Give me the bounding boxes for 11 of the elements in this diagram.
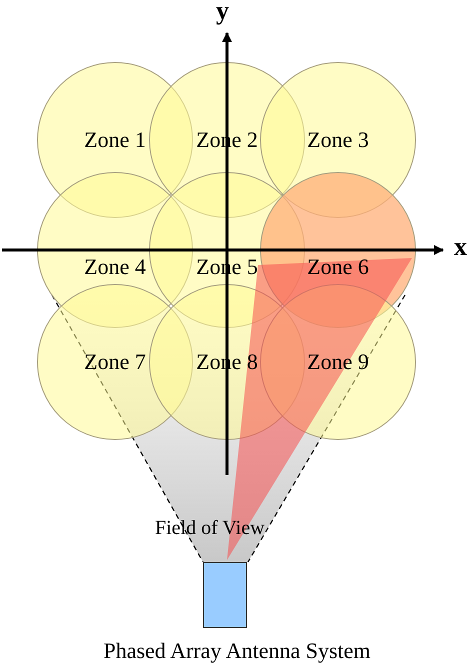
zone-label: Zone 1: [83, 127, 147, 153]
y-axis-label: y: [216, 0, 229, 26]
zone-label: Zone 9: [306, 349, 370, 375]
antenna-caption: Phased Array Antenna System: [102, 638, 372, 664]
zone-label: Zone 7: [83, 349, 147, 375]
zone-label: Zone 4: [83, 254, 147, 280]
zone-label: Zone 3: [306, 127, 370, 153]
zone-label: Zone 6: [306, 254, 370, 280]
antenna-block: [203, 562, 247, 628]
field-of-view-label: Field of View: [155, 517, 265, 540]
x-axis-label: x: [454, 232, 467, 262]
